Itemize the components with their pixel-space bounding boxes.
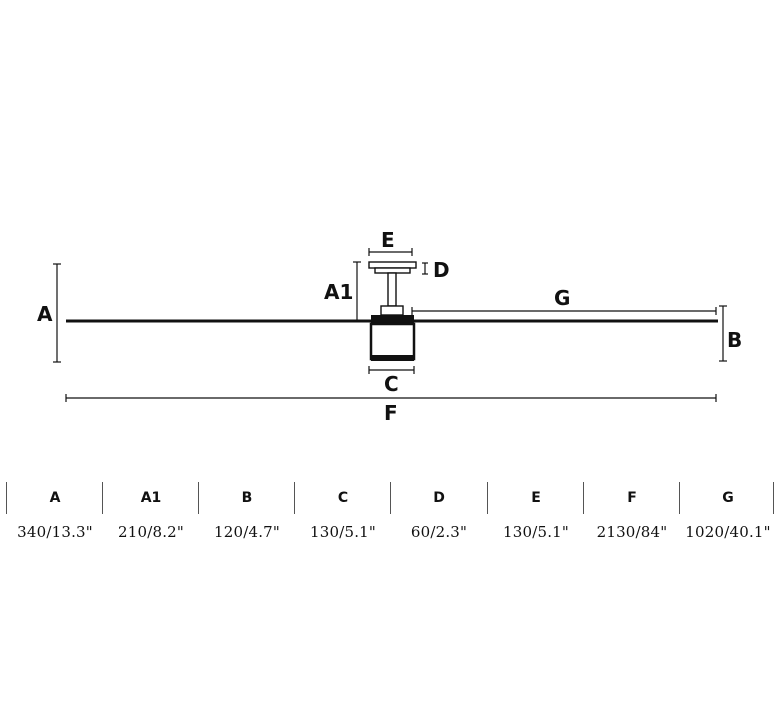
table-column-e: E 130/5.1"	[488, 482, 584, 552]
table-value-d: 60/2.3"	[410, 523, 468, 541]
table-value-a: 340/13.3"	[17, 523, 93, 541]
table-header-f: F	[627, 490, 637, 506]
motor-housing	[369, 322, 416, 361]
table-header-b: B	[241, 490, 253, 506]
table-separator	[198, 482, 199, 514]
table-header-d: D	[433, 490, 445, 506]
table-column-a1: A1 210/8.2"	[103, 482, 199, 552]
table-header-a: A	[49, 490, 61, 506]
downrod-collar	[380, 305, 404, 316]
table-header-g: G	[722, 490, 734, 506]
label-e: E	[381, 228, 395, 252]
table-column-f: F 2130/84"	[584, 482, 680, 552]
table-separator	[6, 482, 7, 514]
table-separator	[583, 482, 584, 514]
ceiling-canopy	[368, 261, 417, 269]
table-value-e: 130/5.1"	[502, 523, 570, 541]
table-separator	[487, 482, 488, 514]
label-c: C	[384, 372, 399, 396]
table-separator	[102, 482, 103, 514]
fan-dimension-diagram: A A1 E D G B C F	[37, 228, 742, 425]
label-g: G	[554, 286, 570, 310]
motor-bottom-band	[371, 355, 414, 361]
table-column-c: C 130/5.1"	[295, 482, 391, 552]
table-value-g: 1020/40.1"	[685, 523, 771, 541]
canopy-base	[374, 267, 411, 274]
table-header-a1: A1	[140, 490, 162, 506]
table-separator	[390, 482, 391, 514]
motor-top-band	[371, 315, 414, 324]
table-separator	[679, 482, 680, 514]
table-value-b: 120/4.7"	[213, 523, 281, 541]
label-a: A	[37, 302, 53, 326]
table-header-e: E	[531, 490, 541, 506]
label-a1: A1	[324, 280, 353, 304]
table-value-c: 130/5.1"	[309, 523, 377, 541]
dimension-table: A 340/13.3" A1 210/8.2" B 120/4.7" C 130…	[0, 482, 774, 552]
table-separator	[294, 482, 295, 514]
table-header-c: C	[337, 490, 349, 506]
label-d: D	[433, 258, 450, 282]
table-value-f: 2130/84"	[596, 523, 668, 541]
table-column-g: G 1020/40.1"	[680, 482, 774, 552]
table-value-a1: 210/8.2"	[117, 523, 185, 541]
downrod	[387, 272, 397, 307]
label-f: F	[384, 401, 398, 425]
table-column-b: B 120/4.7"	[199, 482, 295, 552]
table-column-d: D 60/2.3"	[391, 482, 487, 552]
table-column-a: A 340/13.3"	[7, 482, 103, 552]
label-b: B	[727, 328, 742, 352]
